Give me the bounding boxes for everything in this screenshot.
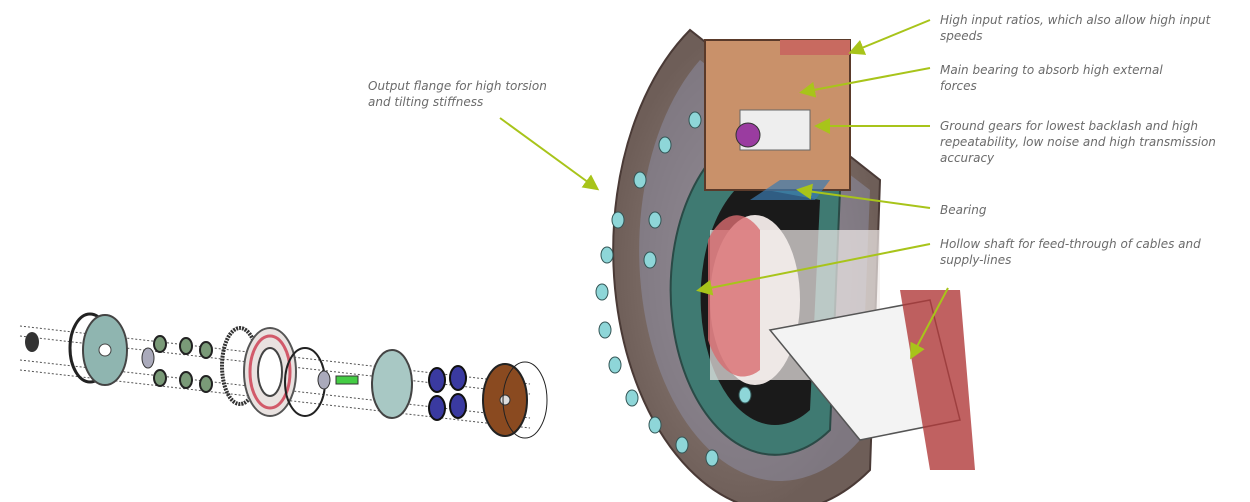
label-line: forces [940, 79, 977, 93]
cutaway-view [595, 28, 975, 502]
carrier-part [371, 349, 413, 419]
label-line: repeatability, low noise and high transm… [940, 135, 1216, 149]
label-line: Hollow shaft for feed-through of cables … [940, 237, 1201, 251]
label-line: supply-lines [940, 253, 1012, 267]
cycloid-discs-part [428, 365, 467, 421]
label-ground-gears: Ground gears for lowest backlash and hig… [940, 118, 1216, 166]
label-bearing: Bearing [940, 202, 986, 218]
label-output-flange: Output flange for high torsion and tilti… [368, 78, 547, 110]
label-line: Main bearing to absorb high external [940, 63, 1163, 77]
exploded-view [19, 312, 548, 439]
arrow-main-bearing [799, 67, 931, 98]
arrow-bearing [796, 183, 931, 209]
arrow-output-flange [499, 117, 600, 191]
annotation-arrows [499, 19, 949, 360]
label-input-ratios: High input ratios, which also allow high… [940, 12, 1210, 44]
flange-holes [595, 111, 752, 467]
label-main-bearing: Main bearing to absorb high external for… [940, 62, 1163, 94]
arrow-input-ratios [848, 19, 931, 55]
cap-part [25, 332, 39, 352]
label-line: Bearing [940, 203, 987, 217]
label-hollow-shaft: Hollow shaft for feed-through of cables … [940, 236, 1201, 268]
planet-gears-part [153, 335, 213, 393]
label-line: Ground gears for lowest backlash and hig… [940, 119, 1198, 133]
label-line: accuracy [940, 151, 995, 165]
arrow-hollow-shaft [696, 243, 931, 296]
label-line: Output flange for high torsion [368, 79, 547, 93]
pinion-gear [735, 122, 761, 148]
label-line: speeds [940, 29, 983, 43]
label-line: and tilting stiffness [368, 95, 484, 109]
arrow-hollow-shaft-2 [910, 287, 949, 360]
label-line: High input ratios, which also allow high… [940, 13, 1211, 27]
